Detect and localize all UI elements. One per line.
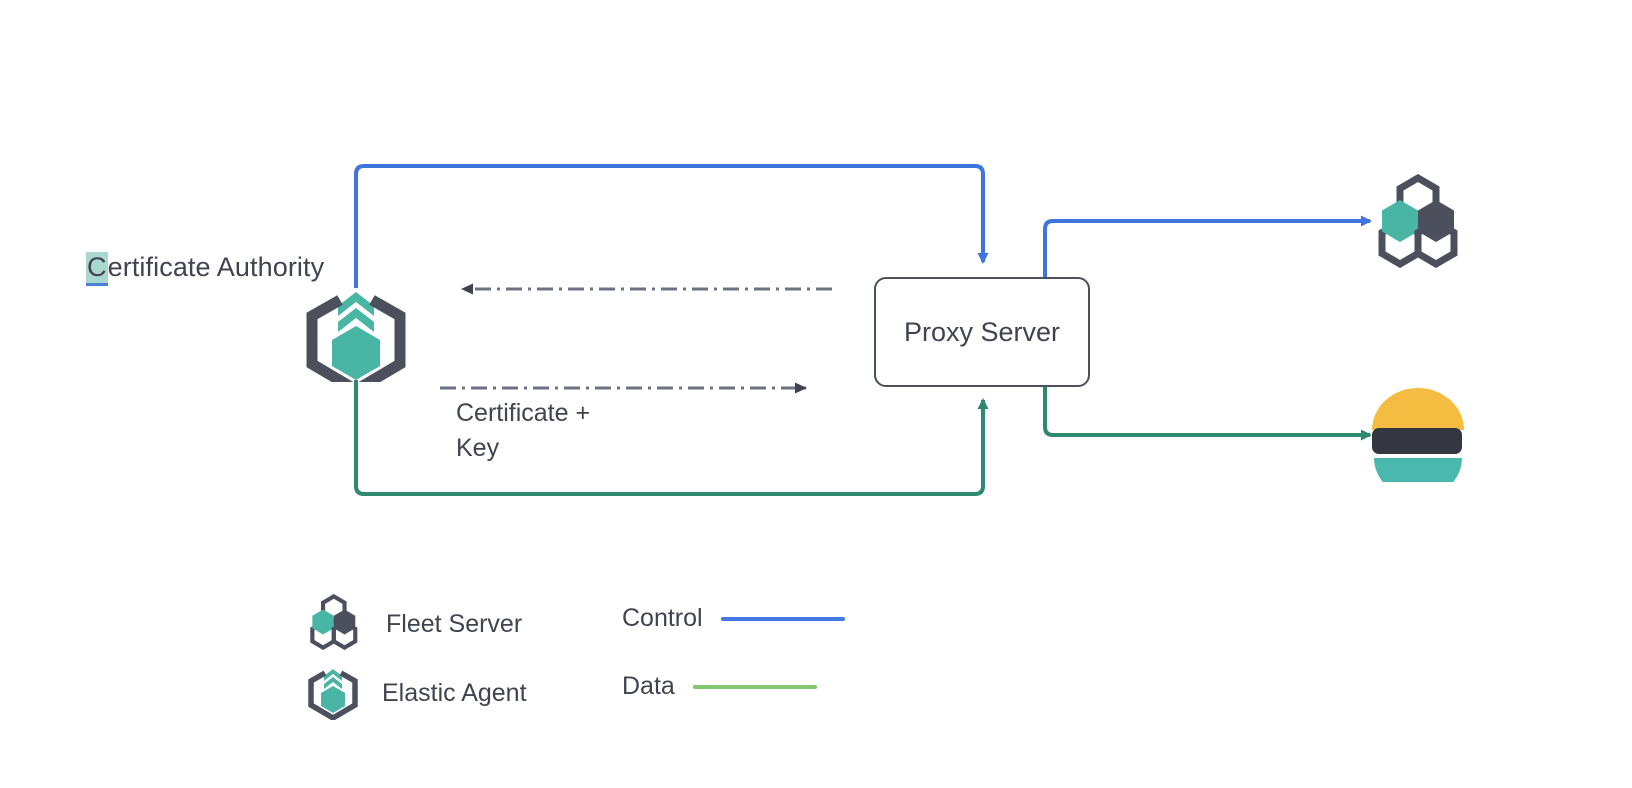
proxy-server-label: Proxy Server [903,316,1061,347]
legend-label-data: Data [622,672,675,700]
legend-label-elastic-agent: Elastic Agent [382,679,527,707]
legend-label-fleet-server: Fleet Server [386,610,523,638]
elastic-agent-icon[interactable] [302,278,410,397]
certificate-key-line2: Key [456,434,500,462]
certificate-key-line1: Certificate + [456,399,591,427]
certificate-authority-label-highlight: C [86,252,108,286]
fleet-server-icon [306,593,364,655]
legend-line-control [720,616,845,621]
legend-item-data: Data [622,672,817,701]
elasticsearch-icon[interactable] [1368,386,1468,498]
legend-item-elastic-agent: Elastic Agent [306,662,527,725]
legend-label-control: Control [622,604,703,632]
legend-item-fleet-server: Fleet Server [306,593,523,655]
fleet-server-icon[interactable] [1372,173,1468,273]
control-edge-ca-to-proxy [354,164,989,288]
proxy-server-node[interactable]: Proxy Server [874,277,1090,387]
certificate-authority-label: Certificate Authority [86,252,325,286]
data-edge-proxy-to-elasticsearch [1043,387,1372,441]
legend-line-data [692,684,817,689]
certificate-key-label: Certificate + Key [456,396,590,466]
elastic-agent-icon [306,662,360,725]
legend: Fleet Server Elastic Agent Control Data [306,586,906,722]
control-edge-proxy-to-fleet [1043,215,1372,277]
data-edge-ca-to-proxy [354,380,989,496]
certificate-authority-label-rest: ertificate Authority [107,252,325,282]
legend-item-control: Control [622,604,845,633]
